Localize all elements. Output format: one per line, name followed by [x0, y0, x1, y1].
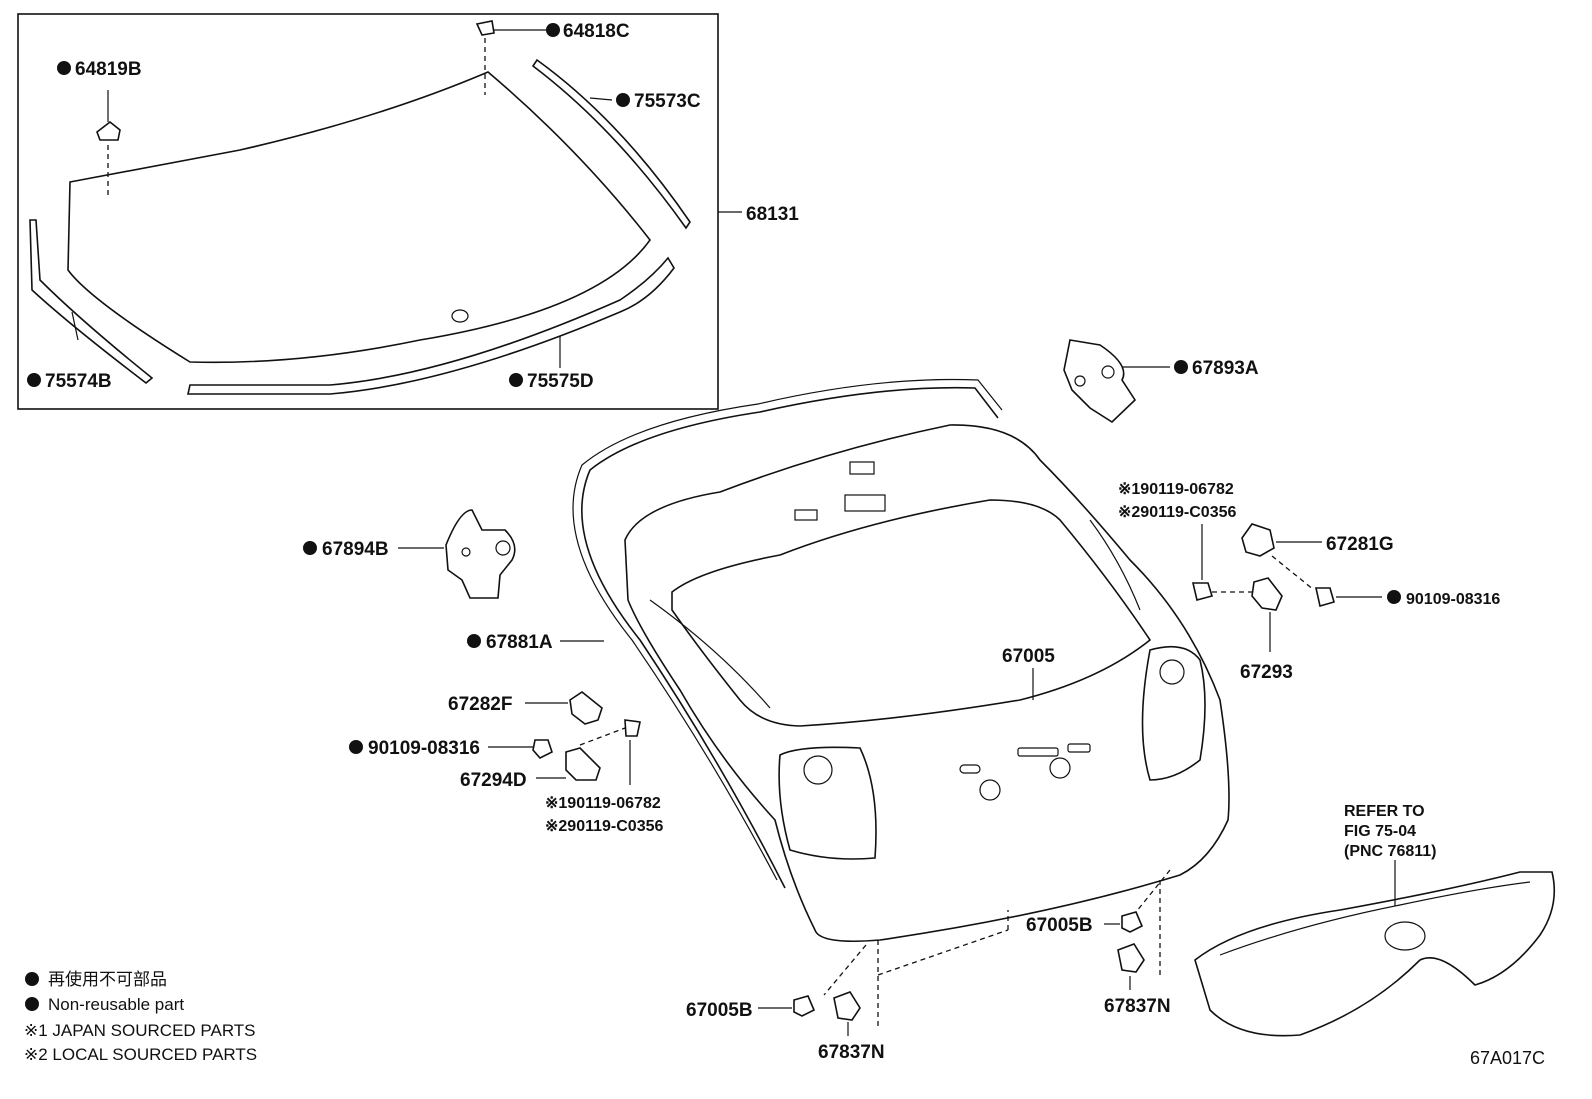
label-68131: 68131 [746, 204, 799, 225]
label-67894B: 67894B [322, 539, 389, 560]
label-67281G: 67281G [1326, 534, 1394, 555]
legend-non-reusable: Non-reusable part [48, 995, 184, 1014]
label-64819B: 64819B [75, 59, 142, 80]
bolt-90119-right[interactable] [1191, 582, 1214, 601]
clip-67837N-left[interactable] [833, 991, 861, 1021]
left-striker-group: 67282F 90109-08316 67294D ※190119-06782 … [349, 691, 663, 835]
label-90119-left-2: ※290119-C0356 [545, 818, 663, 835]
label-90119-left-1: ※190119-06782 [545, 795, 661, 812]
moulding-75574B[interactable] [29, 219, 154, 385]
clip-64819B[interactable] [96, 120, 121, 141]
glass-inset: 64819B 64818C 75573C 68131 75574B 75575D [17, 13, 799, 410]
label-75574B: 75574B [45, 371, 112, 392]
label-90109-right: 90109-08316 [1406, 591, 1500, 608]
clip-67837N-right[interactable] [1117, 943, 1145, 973]
moulding-75575D[interactable] [187, 256, 675, 395]
legend-jp-note: 再使用不可部品 [48, 969, 167, 989]
figure-code: 67A017C [1470, 1048, 1545, 1068]
lower-fasteners: 67005B 67837N 67005B 67837N [686, 869, 1171, 1063]
label-90119-right-1: ※190119-06782 [1118, 481, 1234, 498]
label-67893A: 67893A [1192, 358, 1259, 379]
back-glass-68131[interactable] [67, 71, 651, 364]
label-64818C: 64818C [563, 21, 630, 42]
label-67282F: 67282F [448, 694, 512, 715]
bolt-90109-left[interactable] [532, 739, 553, 759]
label-67837N-right: 67837N [1104, 996, 1171, 1017]
label-90119-right-2: ※290119-C0356 [1118, 504, 1236, 521]
back-door-67005[interactable] [624, 424, 1230, 943]
moulding-75573C[interactable] [531, 58, 691, 230]
legend-note-2: ※2 LOCAL SOURCED PARTS [24, 1045, 257, 1064]
striker-67293[interactable] [1251, 577, 1283, 611]
legend: 再使用不可部品 Non-reusable part ※1 JAPAN SOURC… [24, 969, 257, 1064]
bolt-90119-left[interactable] [624, 719, 641, 737]
label-67005B-left: 67005B [686, 1000, 753, 1021]
garnish-76811[interactable] [1194, 871, 1556, 1037]
hinge-67894B[interactable] [445, 509, 516, 599]
clip-64818C[interactable] [475, 20, 495, 36]
cushion-67005B-left[interactable] [793, 995, 816, 1017]
label-67881A: 67881A [486, 632, 553, 653]
label-75573C: 75573C [634, 91, 701, 112]
hinge-67893A[interactable] [1063, 339, 1137, 424]
striker-67294D[interactable] [565, 747, 601, 781]
refer-line-1: REFER TO [1344, 803, 1425, 820]
label-67293: 67293 [1240, 662, 1293, 683]
weatherstrip-67881A[interactable] [581, 386, 999, 889]
legend-note-1: ※1 JAPAN SOURCED PARTS [24, 1021, 256, 1040]
refer-line-2: FIG 75-04 [1344, 823, 1416, 840]
label-67005: 67005 [1002, 646, 1055, 667]
cover-67282F[interactable] [569, 691, 603, 725]
label-67294D: 67294D [460, 770, 527, 791]
label-75575D: 75575D [527, 371, 594, 392]
label-67837N-left: 67837N [818, 1042, 885, 1063]
cushion-67005B-right[interactable] [1121, 911, 1144, 933]
label-67005B-right: 67005B [1026, 915, 1093, 936]
right-striker-group: ※190119-06782 ※290119-C0356 67281G 90109… [1118, 481, 1500, 683]
label-90109-left: 90109-08316 [368, 738, 480, 759]
glass-hole [451, 309, 469, 323]
refer-line-3: (PNC 76811) [1344, 843, 1437, 860]
cover-67281G[interactable] [1241, 523, 1275, 557]
bolt-90109-right[interactable] [1315, 587, 1335, 608]
